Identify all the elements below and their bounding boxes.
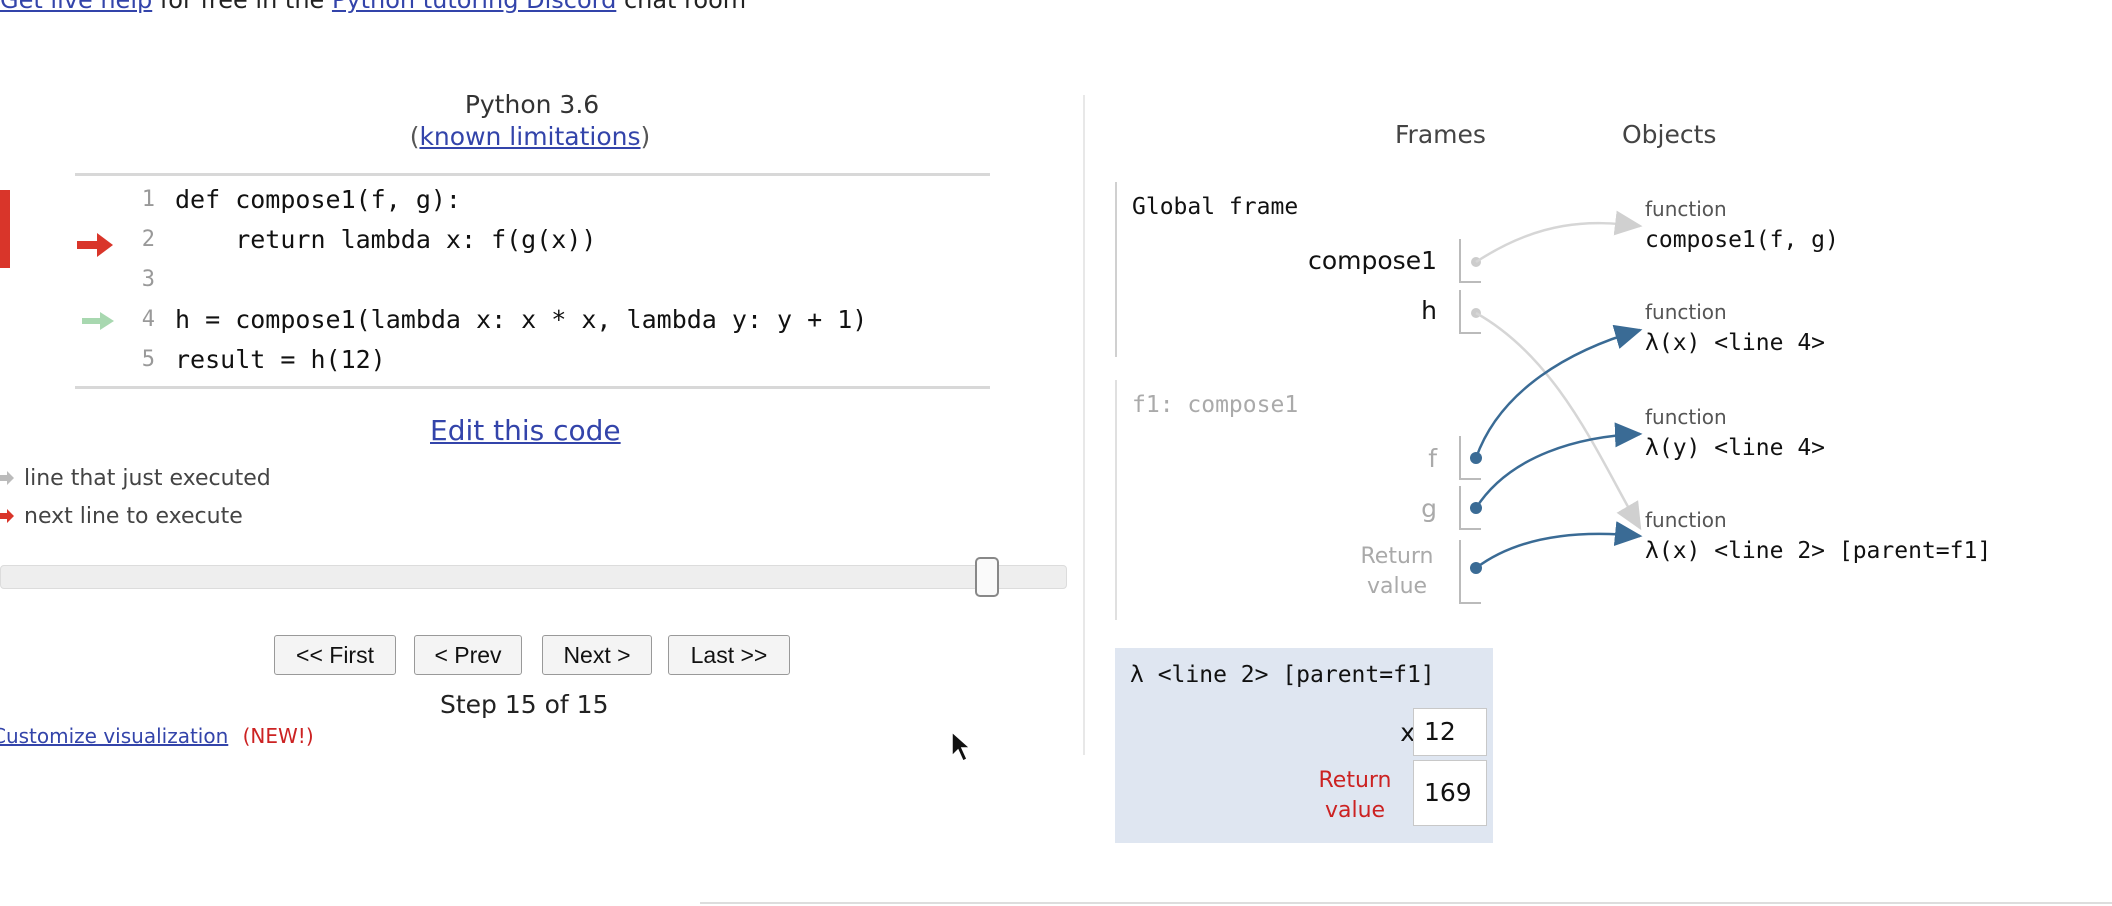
first-button[interactable]: << First	[274, 635, 396, 675]
step-slider-handle[interactable]	[975, 557, 999, 597]
var-g: g	[1421, 494, 1437, 523]
var-compose1-box	[1459, 239, 1481, 283]
object-lambda-y-line4: λ(y) <line 4>	[1645, 435, 1826, 461]
line-number: 2	[141, 227, 155, 252]
customize-visualization-link[interactable]: Customize visualization	[0, 724, 229, 748]
legend-prev-text: line that just executed	[24, 466, 271, 491]
pointer-g	[1470, 422, 1643, 514]
line-number: 5	[141, 347, 155, 372]
pane-divider	[1083, 95, 1085, 755]
var-compose1: compose1	[1308, 246, 1437, 275]
prev-legend-arrow-icon	[0, 471, 14, 485]
code-text: def compose1(f, g):	[175, 185, 461, 214]
frames-header: Frames	[1395, 120, 1486, 149]
pointer-return	[1470, 521, 1643, 574]
customize-row: Customize visualization (NEW!)	[0, 724, 314, 748]
object-type-label: function	[1645, 300, 1727, 324]
code-text: h = compose1(lambda x: x * x, lambda y: …	[175, 305, 868, 334]
var-h: h	[1421, 296, 1437, 325]
step-counter: Step 15 of 15	[440, 690, 609, 719]
new-badge: (NEW!)	[242, 724, 314, 748]
lambda-frame-title: λ <line 2> [parent=f1]	[1130, 662, 1435, 688]
known-limitations-link[interactable]: known limitations	[419, 122, 641, 151]
bottom-divider	[700, 902, 2112, 904]
known-limitations: (known limitations)	[380, 122, 680, 151]
object-type-label: function	[1645, 508, 1727, 532]
discord-help-line: Get live help for free in the Python tut…	[0, 0, 746, 14]
edit-code-link[interactable]: Edit this code	[430, 414, 621, 447]
var-g-box	[1459, 486, 1481, 530]
object-type-label: function	[1645, 405, 1727, 429]
side-tab[interactable]	[0, 190, 10, 268]
pointer-h	[1471, 308, 1642, 531]
object-compose1: compose1(f, g)	[1645, 227, 1839, 253]
prev-button[interactable]: < Prev	[414, 635, 522, 675]
f1-frame: f1: compose1 f g Return value	[1115, 380, 1481, 620]
next-legend-arrow-icon	[0, 509, 14, 523]
var-f-box	[1459, 436, 1481, 480]
legend-prev: line that just executed	[0, 466, 271, 491]
line-number: 3	[141, 267, 155, 292]
step-slider-track[interactable]	[0, 565, 1067, 589]
global-frame: Global frame compose1 h	[1115, 182, 1481, 357]
code-line: 3	[75, 261, 990, 301]
python-version: Python 3.6	[464, 90, 600, 119]
mouse-cursor-icon	[951, 730, 972, 763]
code-line: 2 return lambda x: f(g(x))	[75, 221, 990, 261]
lambda-return-value: 169	[1413, 760, 1487, 826]
code-line: 5 result = h(12)	[75, 341, 990, 381]
line-number: 1	[141, 187, 155, 212]
legend-next-text: next line to execute	[24, 504, 243, 529]
object-type-label: function	[1645, 197, 1727, 221]
help-text: for free in the	[152, 0, 332, 14]
last-button[interactable]: Last >>	[668, 635, 790, 675]
objects-header: Objects	[1622, 120, 1717, 149]
next-button[interactable]: Next >	[542, 635, 652, 675]
var-f: f	[1428, 444, 1437, 473]
var-h-box	[1459, 290, 1481, 334]
prev-line-arrow-icon	[82, 312, 114, 330]
code-text: return lambda x: f(g(x))	[175, 225, 597, 254]
object-lambda-x-line2: λ(x) <line 2> [parent=f1]	[1645, 538, 1992, 564]
code-display: 1 def compose1(f, g): 2 return lambda x:…	[75, 173, 990, 389]
next-line-arrow-icon	[77, 233, 113, 257]
code-line: 4 h = compose1(lambda x: x * x, lambda y…	[75, 301, 990, 341]
pointer-f	[1470, 324, 1643, 464]
line-number: 4	[141, 307, 155, 332]
live-help-link[interactable]: Get live help	[0, 0, 153, 14]
global-frame-title: Global frame	[1132, 194, 1299, 220]
code-line: 1 def compose1(f, g):	[75, 181, 990, 221]
lambda-return-label: Return value	[1318, 768, 1392, 823]
f1-return-label: Return value	[1360, 544, 1434, 599]
chat-room-text: chat room	[616, 0, 747, 14]
lambda-frame: λ <line 2> [parent=f1] x 12 Return value…	[1115, 648, 1493, 843]
f1-frame-title: f1: compose1	[1132, 392, 1299, 418]
object-lambda-x-line4: λ(x) <line 4>	[1645, 330, 1826, 356]
var-x-value: 12	[1413, 708, 1487, 756]
code-text: result = h(12)	[175, 345, 386, 374]
paren-open: (	[409, 122, 420, 151]
pointer-compose1	[1471, 210, 1643, 267]
legend-next: next line to execute	[0, 504, 243, 529]
f1-return-box	[1459, 540, 1481, 604]
paren-close: )	[640, 122, 651, 151]
discord-link[interactable]: Python tutoring Discord	[331, 0, 617, 14]
var-x: x	[1400, 718, 1415, 747]
